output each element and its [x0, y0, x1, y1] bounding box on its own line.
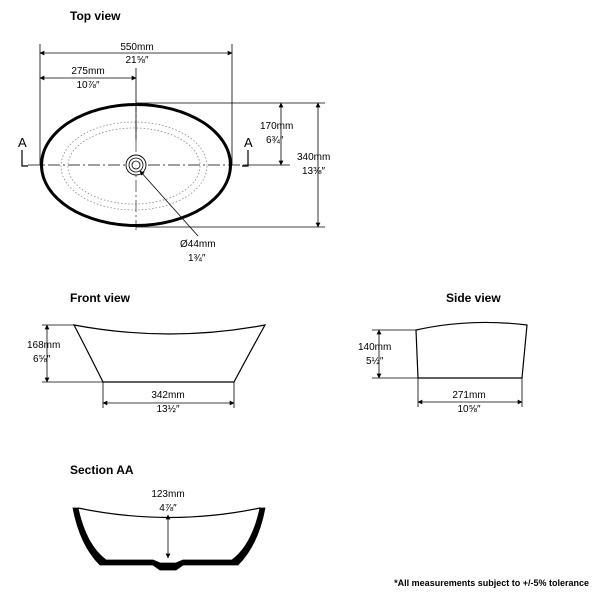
- width-in-label: 21⅝″: [125, 55, 148, 66]
- half-depth-in-label: 6¾″: [266, 135, 284, 146]
- front-view-title: Front view: [70, 291, 131, 305]
- drain-mm-label: Ø44mm: [180, 239, 216, 250]
- section-aa-title: Section AA: [70, 463, 134, 477]
- front-view: Front view 168mm 6⅝″ 342mm 13½″: [27, 291, 267, 415]
- drain-leader-line: [139, 170, 199, 237]
- depth-mm-label: 340mm: [297, 152, 330, 163]
- width-mm-label: 550mm: [120, 42, 153, 53]
- svg-text:A: A: [244, 135, 253, 150]
- side-height-mm-label: 140mm: [358, 342, 391, 353]
- half-width-mm-label: 275mm: [71, 66, 104, 77]
- section-marker-left: A: [18, 135, 28, 167]
- front-base-mm-label: 342mm: [151, 390, 184, 401]
- side-view-title: Side view: [446, 291, 501, 305]
- tolerance-note: *All measurements subject to +/-5% toler…: [394, 578, 589, 588]
- side-view-profile: [415, 321, 528, 379]
- front-base-in-label: 13½″: [156, 404, 179, 415]
- section-marker-right: A: [242, 135, 253, 167]
- side-height-in-label: 5½″: [366, 356, 384, 367]
- front-height-mm-label: 168mm: [27, 340, 60, 351]
- half-width-in-label: 10⅞″: [76, 80, 99, 91]
- top-view-title: Top view: [70, 9, 121, 23]
- section-aa: Section AA 123mm 4⅞″: [70, 463, 266, 571]
- side-base-in-label: 10⅝″: [457, 404, 480, 415]
- drain-in-label: 1¾″: [188, 253, 206, 264]
- top-view: Top view A A 55: [18, 9, 330, 264]
- depth-in-label: 13⅜″: [302, 166, 325, 177]
- side-base-mm-label: 271mm: [452, 390, 485, 401]
- section-depth-mm-label: 123mm: [151, 489, 184, 500]
- section-depth-in-label: 4⅞″: [159, 503, 177, 514]
- section-aa-wall: [72, 507, 266, 571]
- half-depth-mm-label: 170mm: [260, 121, 293, 132]
- side-view: Side view 140mm 5½″ 271mm 10⅝″: [358, 291, 528, 415]
- drain: [125, 154, 147, 176]
- front-view-profile: [72, 324, 267, 383]
- front-height-in-label: 6⅝″: [33, 354, 51, 365]
- svg-text:A: A: [18, 135, 27, 150]
